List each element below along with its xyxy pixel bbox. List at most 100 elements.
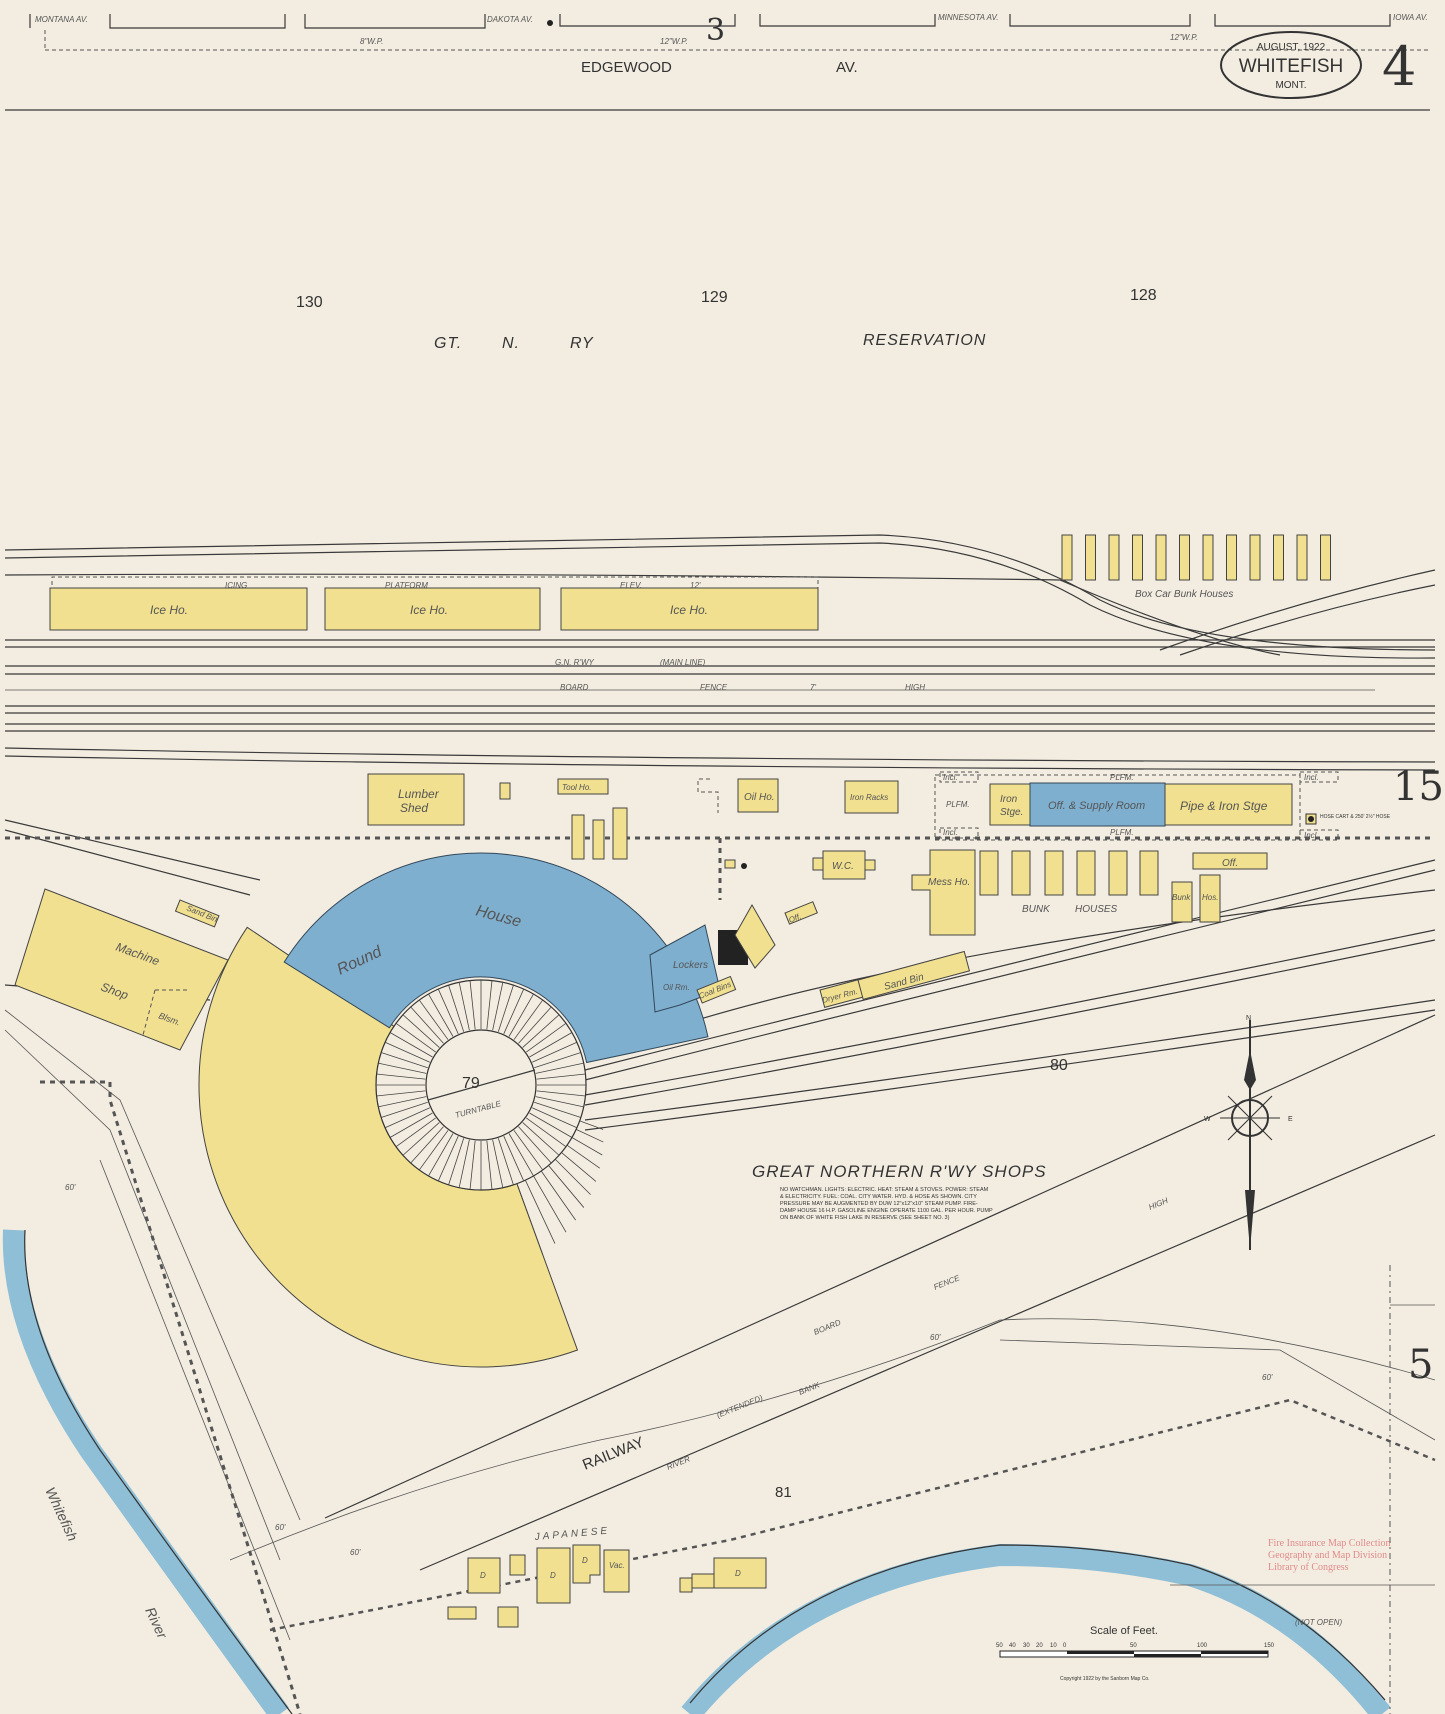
stall-track: [561, 1152, 597, 1182]
pipe-iron-storage-label: Pipe & Iron Stge: [1180, 799, 1268, 813]
stall-track: [376, 1090, 426, 1097]
stall-track: [508, 1133, 534, 1177]
fence-label: FENCE: [932, 1273, 961, 1292]
shops-note-line: ON BANK OF WHITE FISH LAKE IN RESERVE (S…: [780, 1215, 950, 1221]
box-car-bunk-houses: Box Car Bunk Houses: [1061, 534, 1331, 600]
scale-tick: 0: [1063, 1643, 1067, 1649]
stall-track: [535, 1062, 584, 1074]
hydrant-icon: [547, 20, 553, 26]
box-car-bunk-house: [1202, 534, 1214, 581]
box-car-bunk-house: [1179, 534, 1190, 581]
reservation-label: RY: [570, 335, 594, 352]
stall-track: [526, 1117, 567, 1148]
stall-track: [540, 1170, 576, 1221]
ice-house: [560, 587, 819, 631]
street-montana: MONTANA AV.: [35, 15, 88, 24]
stall-track: [378, 1062, 427, 1074]
water-pipe-label: 12"W.P.: [1170, 33, 1198, 42]
bunk-house: [1139, 850, 1159, 896]
stall-track: [571, 1137, 603, 1156]
stall-track: [448, 985, 465, 1032]
platform-label: PLFM.: [1110, 773, 1134, 782]
block-number-130: 130: [296, 294, 323, 311]
stall-track: [535, 1096, 584, 1108]
stall-track: [402, 1122, 440, 1156]
scale-tick: 40: [1009, 1643, 1016, 1649]
stall-track: [437, 988, 459, 1035]
lumber-shed-label: Shed: [400, 801, 428, 815]
elevation-label: 60': [65, 1183, 76, 1192]
japanese-label: JAPANESE: [533, 1525, 610, 1543]
stall-track: [448, 1138, 465, 1185]
iron-racks-label: Iron Racks: [850, 793, 888, 802]
stall-track: [410, 1126, 444, 1164]
stall-track: [384, 1107, 431, 1129]
hose-house-icon: [1308, 816, 1314, 822]
adjacent-sheet-5: 5: [1408, 1342, 1433, 1388]
not-open-label: (NOT OPEN): [1295, 1618, 1342, 1627]
stall-track: [534, 1101, 581, 1118]
scale-tick: 10: [1050, 1643, 1057, 1649]
stall-track: [531, 1107, 578, 1129]
map-date: AUGUST, 1922: [1257, 42, 1326, 53]
watermark-line: Geography and Map Division: [1268, 1550, 1387, 1561]
shops-note-line: DAMP HOUSE 16 H.P. GASOLINE ENGINE OPERA…: [780, 1208, 993, 1214]
stall-track: [381, 1052, 428, 1069]
box-car-bunk-house: [1155, 534, 1167, 581]
box-car-bunk-house: [1249, 534, 1261, 581]
box-car-bunk-house: [1273, 534, 1284, 581]
main-line-label: G.N. R'WY: [555, 658, 595, 667]
copyright: Copyright 1922 by the Sanborn Map Co.: [1060, 1676, 1150, 1682]
stall-track: [469, 1140, 476, 1190]
stall-track: [548, 1165, 585, 1208]
river-name: River: [142, 1605, 171, 1643]
reservation-label: GT.: [434, 335, 462, 352]
stall-track: [395, 1117, 436, 1148]
shop-outbuildings: Lumber Shed Tool Ho. Oil Ho. Iron Racks …: [367, 773, 899, 880]
compass-e: E: [1288, 1116, 1293, 1123]
bunk-house: [1076, 850, 1096, 896]
hydrant-icon: [741, 863, 747, 869]
supply-room-label: Off. & Supply Room: [1048, 800, 1145, 812]
office-label: Off.: [787, 912, 802, 925]
roundhouse-brick-section: [283, 852, 709, 1064]
fence-label: FENCE: [700, 683, 728, 692]
stall-track: [522, 1014, 560, 1048]
whitefish-river: [2, 1229, 1391, 1714]
elevation-label: 60': [1262, 1373, 1273, 1382]
stall-track: [469, 980, 476, 1030]
stall-track: [516, 1183, 543, 1255]
water-pipe-label: 8"W.P.: [360, 37, 383, 46]
stall-track: [533, 1175, 567, 1233]
stall-track: [395, 1022, 436, 1053]
iron-storage-label: Iron: [1000, 794, 1018, 805]
hose-note: HOSE CART & 250' 2½" HOSE: [1320, 813, 1391, 820]
stall-track: [497, 1138, 514, 1185]
compass-n: N: [1246, 1015, 1251, 1022]
fence-label: BOARD: [812, 1318, 842, 1337]
office-label: Off.: [1222, 858, 1238, 869]
stall-track: [418, 999, 449, 1040]
title-cartouche: AUGUST, 1922 WHITEFISH MONT.: [1220, 31, 1362, 99]
incline-label: Incl.: [1304, 773, 1319, 782]
wc-label: W.C.: [832, 861, 854, 872]
library-watermark: Fire Insurance Map Collection Geography …: [1268, 1538, 1390, 1573]
ice-house-label: Ice Ho.: [410, 603, 448, 617]
dwelling-label: D: [480, 1571, 486, 1580]
street-iowa: IOWA AV.: [1393, 13, 1428, 22]
fence-label: HIGH: [905, 683, 925, 692]
scale-tick: 30: [1023, 1643, 1030, 1649]
river-bank-label: (EXTENDED): [715, 1393, 764, 1420]
machine-shop: Machine Shop Blsm. Sand Bin: [14, 888, 229, 1051]
stall-track: [497, 985, 514, 1032]
stall-track: [428, 993, 454, 1037]
street-edgewood-suffix: AV.: [836, 59, 858, 76]
block-number-81: 81: [775, 1484, 792, 1501]
stall-track: [418, 1130, 449, 1171]
railroad-tracks: G.N. R'WY (MAIN LINE) BOARD FENCE 7' HIG…: [4, 534, 1436, 1131]
shops-title: GREAT NORTHERN R'WY SHOPS: [752, 1162, 1047, 1181]
box-car-bunk-house: [1226, 534, 1237, 581]
platform-label: ICING: [225, 581, 247, 590]
stall-track: [531, 1041, 578, 1063]
shops-note-line: & ELECTRICITY. FUEL: COAL. CITY WATER. H…: [780, 1194, 977, 1200]
